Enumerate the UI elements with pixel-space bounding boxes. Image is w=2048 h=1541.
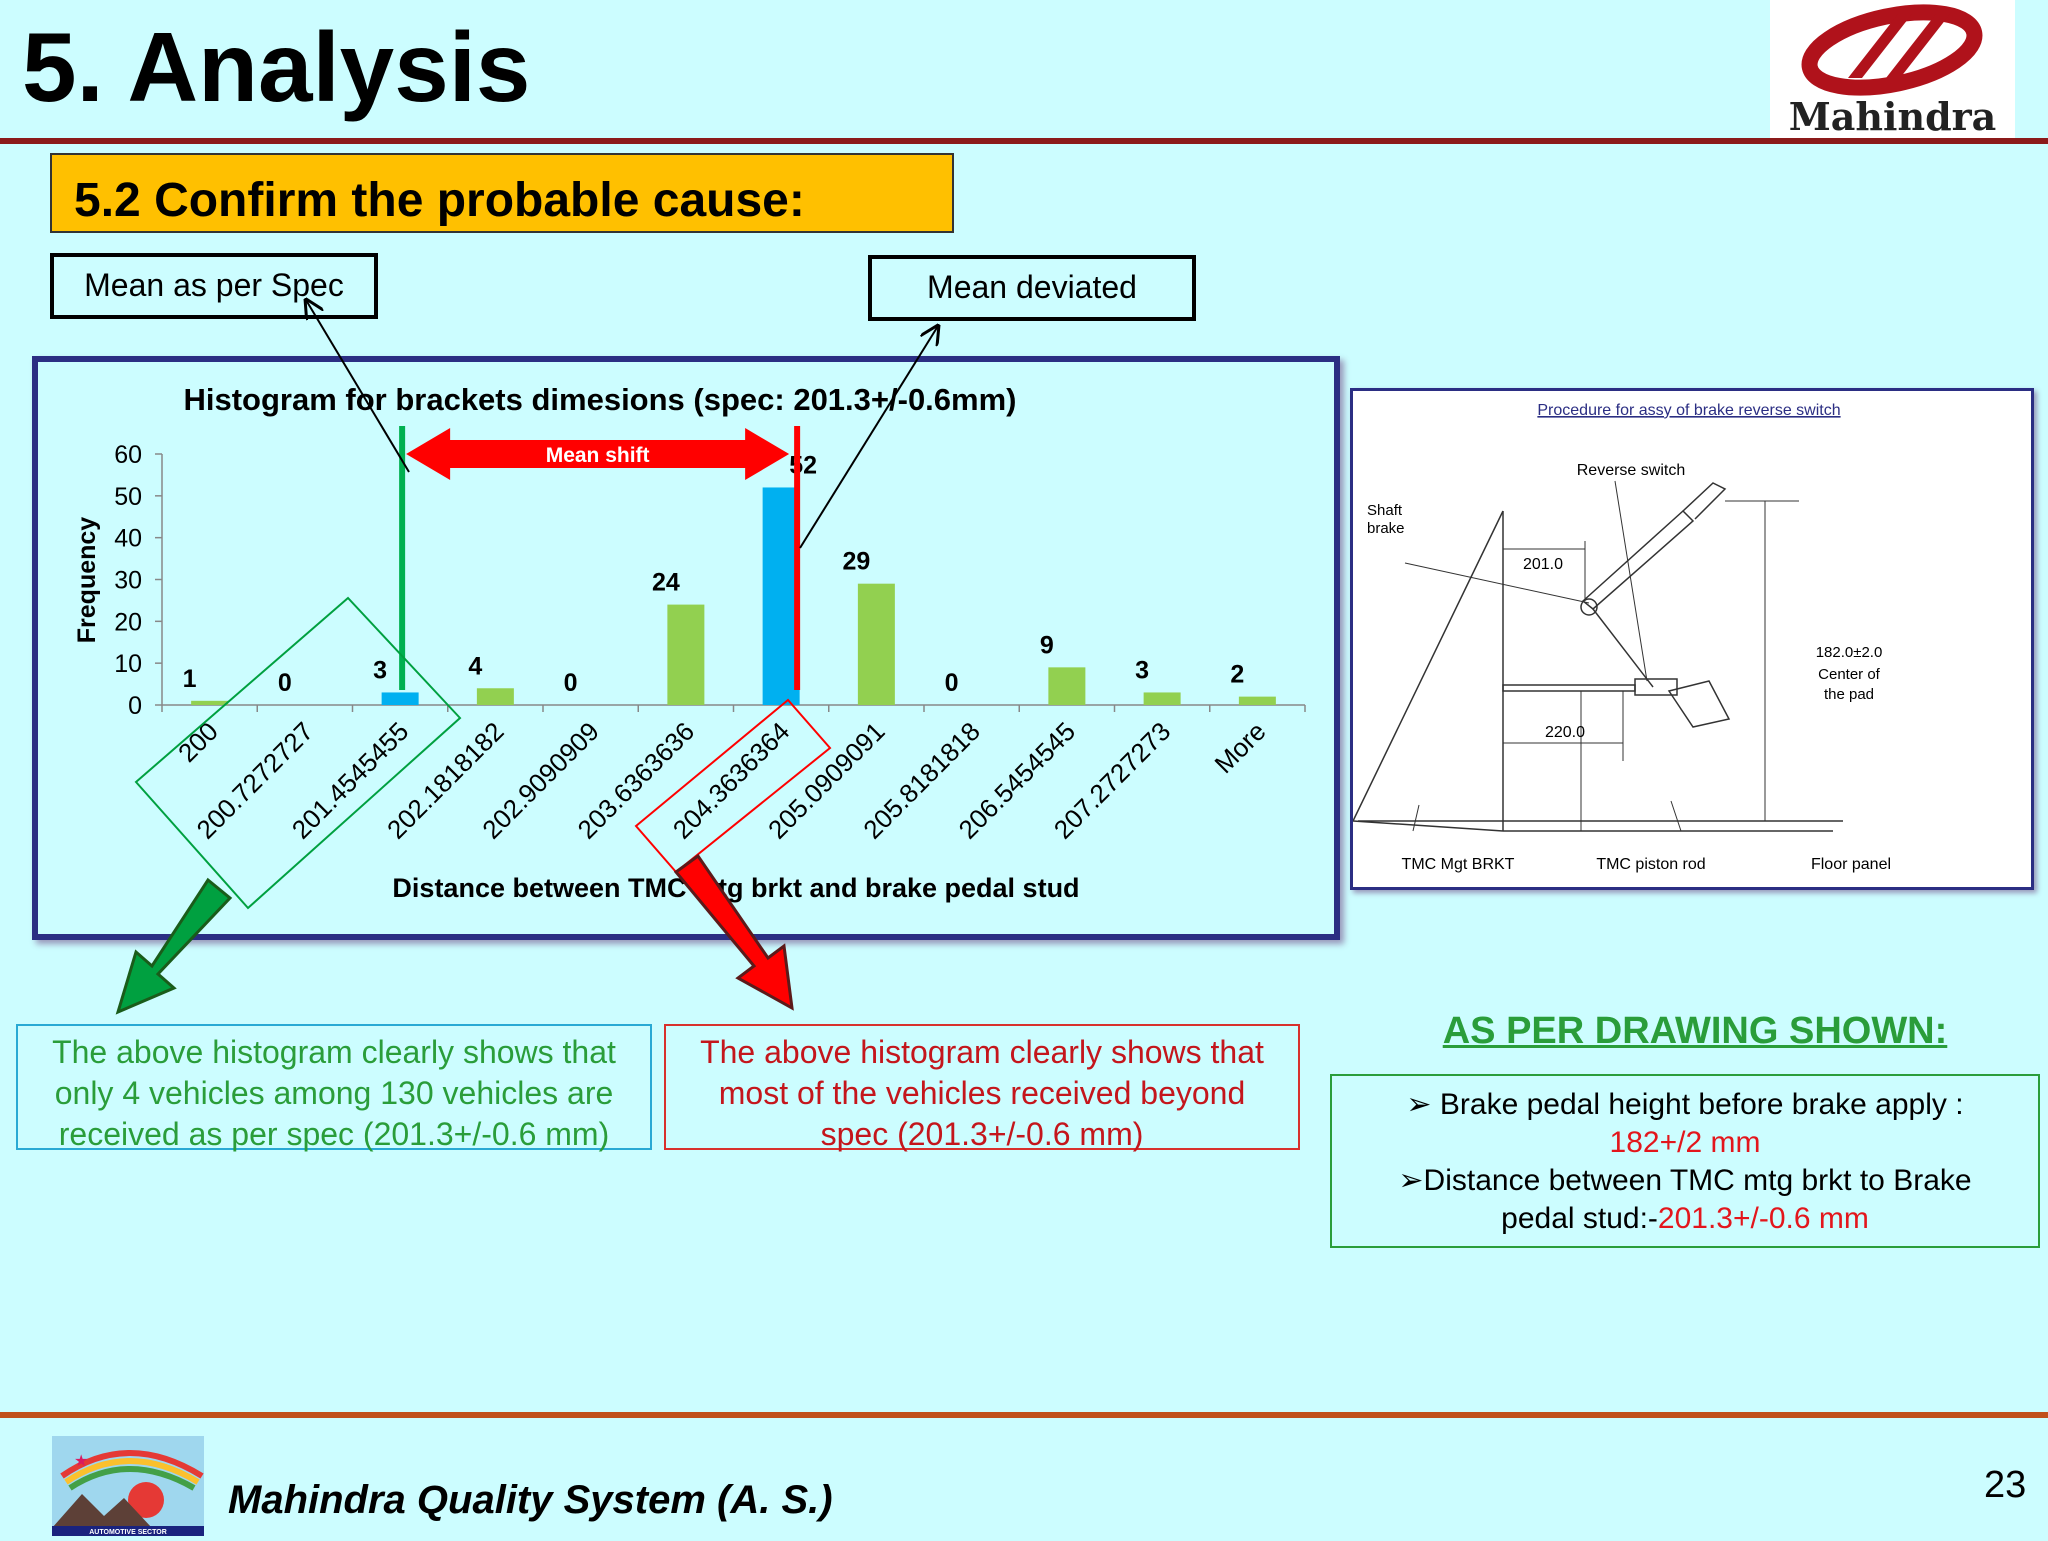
label-brake: brake <box>1367 520 1405 537</box>
bar-data-label: 3 <box>1135 656 1149 684</box>
histogram-bar <box>1048 667 1086 705</box>
label-dim-220: 220.0 <box>1545 724 1585 741</box>
mean-shift-label: Mean shift <box>546 444 650 467</box>
note-green-line: received as per spec (201.3+/-0.6 mm) <box>58 1116 610 1152</box>
mahindra-logo: Mahindra <box>1770 0 2015 139</box>
chart-axes: 0102030405060200200.7272727201.454545520… <box>114 441 1306 845</box>
y-tick-label: 0 <box>128 692 142 720</box>
bar-data-label: 3 <box>373 656 387 684</box>
brake-switch-drawing: Procedure for assy of brake reverse swit… <box>1350 388 2034 890</box>
y-tick-label: 50 <box>114 483 142 511</box>
y-tick-label: 10 <box>114 650 142 678</box>
star-icon: ★ <box>74 1453 88 1470</box>
section-heading: 5.2 Confirm the probable cause: <box>50 153 954 233</box>
histogram-bar <box>667 604 705 705</box>
mahindra-emblem-icon <box>1801 4 1983 96</box>
drawing-spec-heading: AS PER DRAWING SHOWN: <box>1442 1010 1948 1052</box>
note-red-line: most of the vehicles received beyond <box>718 1075 1246 1111</box>
spec-line-distance-value: pedal stud:-201.3+/-0.6 mm <box>1332 1200 2038 1238</box>
label-reverse-switch: Reverse switch <box>1577 462 1685 479</box>
chart-y-axis-label: Frequency <box>73 517 101 644</box>
deviated-range-highlight-box <box>634 698 832 874</box>
bar-data-label: 0 <box>564 669 578 697</box>
top-divider <box>0 138 2048 144</box>
label-tmc-mgt-brkt: TMC Mgt BRKT <box>1402 856 1515 873</box>
bar-data-label: 29 <box>842 548 870 576</box>
histogram-bar <box>381 692 419 705</box>
drawing-spec-box: ➢ Brake pedal height before brake apply … <box>1330 1074 2040 1248</box>
spec-distance-prefix: pedal stud:- <box>1501 1202 1658 1235</box>
note-red-line: The above histogram clearly shows that <box>700 1034 1264 1070</box>
spec-range-highlight-box <box>134 596 462 910</box>
spec-line-distance: ➢Distance between TMC mtg brkt to Brake <box>1398 1164 1972 1197</box>
slide-title: 5. Analysis <box>22 12 531 122</box>
callout-pointer-deviated <box>799 326 938 549</box>
chart-x-axis-label: Distance between TMC mtg brkt and brake … <box>392 873 1079 903</box>
x-tick-label: More <box>1209 716 1272 779</box>
chart-bars: 1 0 3 4 0 24 52 29 0 9 3 2 <box>183 451 1276 705</box>
assembly-drawing-svg: Procedure for assy of brake reverse swit… <box>1352 402 1891 873</box>
green-arrow-icon <box>115 877 233 1015</box>
bar-data-label: 52 <box>789 451 817 479</box>
footer-logo-text: AUTOMOTIVE SECTOR <box>89 1529 167 1536</box>
page-number: 23 <box>1984 1464 2027 1506</box>
red-arrow-icon <box>673 853 794 1011</box>
histogram-bar <box>1238 696 1276 705</box>
label-the-pad: the pad <box>1824 686 1874 703</box>
y-tick-label: 40 <box>114 525 142 553</box>
bar-data-label: 4 <box>468 652 482 680</box>
label-tmc-piston-rod: TMC piston rod <box>1596 856 1705 873</box>
note-green-line: only 4 vehicles among 130 vehicles are <box>54 1075 614 1111</box>
histogram-bar <box>191 700 229 705</box>
bar-data-label: 24 <box>652 569 680 597</box>
chart-overlays: Mean shift <box>134 426 832 910</box>
note-red-line: spec (201.3+/-0.6 mm) <box>820 1116 1144 1152</box>
bar-data-label: 0 <box>278 669 292 697</box>
bar-data-label: 1 <box>183 665 197 693</box>
callout-pointer-spec <box>306 300 410 473</box>
callout-mean-deviated: Mean deviated <box>868 255 1196 321</box>
histogram-bar <box>476 688 514 705</box>
histogram-bar <box>857 583 895 705</box>
bar-data-label: 0 <box>945 669 959 697</box>
note-beyond-spec: The above histogram clearly shows that m… <box>664 1024 1300 1152</box>
spec-distance-value: 201.3+/-0.6 mm <box>1657 1202 1869 1235</box>
spec-line-pedal-height: ➢ Brake pedal height before brake apply … <box>1406 1088 1964 1121</box>
histogram-bar <box>1143 692 1181 705</box>
bar-data-label: 9 <box>1040 631 1054 659</box>
label-dim-201: 201.0 <box>1523 556 1563 573</box>
y-tick-label: 20 <box>114 608 142 636</box>
y-tick-label: 30 <box>114 567 142 595</box>
chart-title: Histogram for brackets dimesions (spec: … <box>183 382 1016 417</box>
mqs-logo-icon: AUTOMOTIVE SECTOR ★ <box>52 1436 204 1536</box>
bar-data-label: 2 <box>1230 661 1244 689</box>
footer-text: Mahindra Quality System (A. S.) <box>228 1478 833 1522</box>
mean-shift-arrow-icon <box>406 428 790 480</box>
note-within-spec: The above histogram clearly shows that o… <box>16 1024 652 1152</box>
label-floor-panel: Floor panel <box>1811 856 1891 873</box>
spec-value-pedal-height: 182+/2 mm <box>1609 1126 1761 1159</box>
note-green-line: The above histogram clearly shows that <box>52 1034 616 1070</box>
label-center-of: Center of <box>1818 666 1881 683</box>
y-tick-label: 60 <box>114 441 142 469</box>
label-dim-182: 182.0±2.0 <box>1816 644 1883 661</box>
label-shaft: Shaft <box>1367 502 1403 519</box>
bottom-divider <box>0 1412 2048 1418</box>
logo-wordmark: Mahindra <box>1788 94 1997 139</box>
histogram-bar <box>762 487 800 705</box>
x-tick-label: 200 <box>172 716 224 768</box>
drawing-title: Procedure for assy of brake reverse swit… <box>1537 402 1840 419</box>
automotive-sector-logo: AUTOMOTIVE SECTOR ★ <box>52 1436 204 1536</box>
